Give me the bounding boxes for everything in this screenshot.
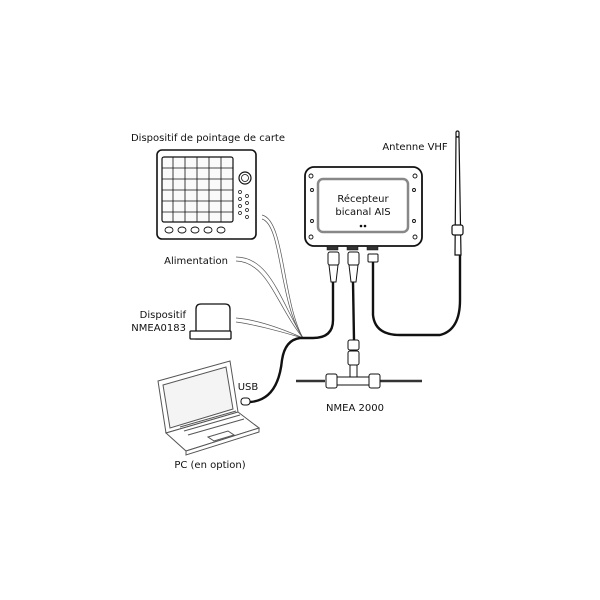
thick-cables: [249, 255, 462, 404]
label-pc: PC (en option): [174, 460, 245, 471]
ais-receiver-box: [304, 166, 423, 251]
label-antenna: Antenne VHF: [382, 142, 448, 153]
label-receiver-line1: Récepteur: [337, 193, 389, 205]
label-usb: USB: [238, 382, 259, 393]
connectors: [327, 251, 379, 283]
nmea0183-device: [189, 303, 232, 340]
label-nmea0183-line1: Dispositif: [140, 310, 187, 321]
thin-cables: [235, 214, 304, 339]
nmea2000-tee: [325, 339, 381, 389]
label-nmea0183-line2: NMEA0183: [131, 323, 186, 334]
usb-plug: [240, 397, 251, 406]
laptop-pc: [157, 360, 261, 456]
chartplotter-device: [156, 149, 257, 240]
label-chartplotter: Dispositif de pointage de carte: [131, 133, 285, 144]
label-receiver-line2: bicanal AIS: [335, 207, 390, 218]
label-nmea2000: NMEA 2000: [326, 403, 384, 414]
label-power: Alimentation: [164, 256, 228, 267]
vhf-antenna: [451, 130, 464, 256]
